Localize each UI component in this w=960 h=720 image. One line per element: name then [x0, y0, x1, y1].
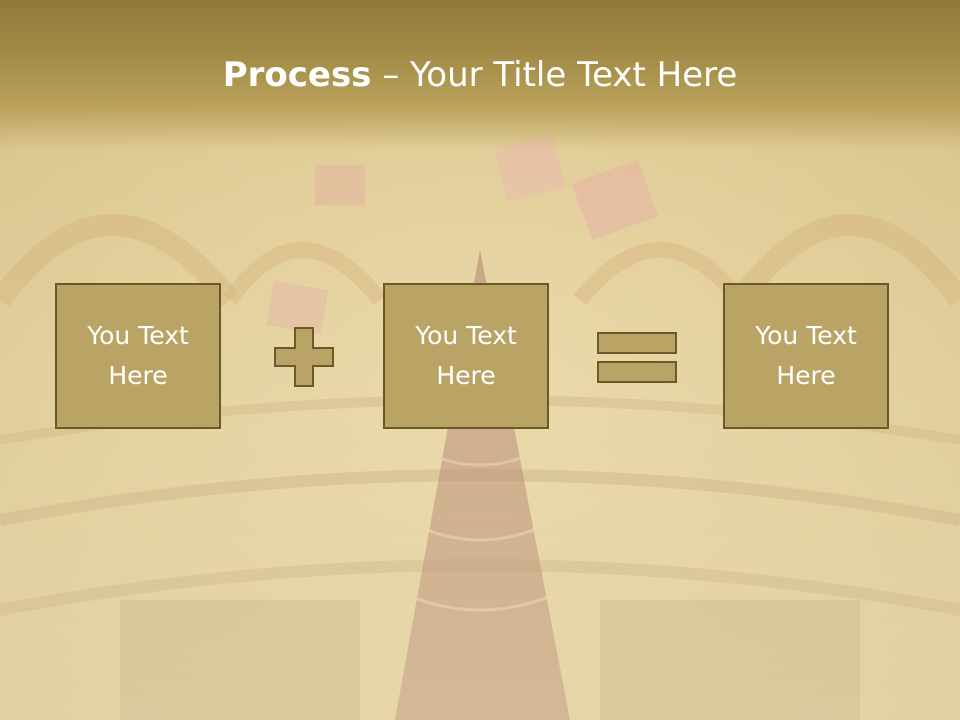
process-box-3[interactable]: You Text Here: [723, 283, 889, 429]
process-box-2[interactable]: You Text Here: [383, 283, 549, 429]
plus-icon: [274, 327, 334, 387]
process-box-2-text: You Text Here: [415, 321, 517, 390]
title-bold: Process: [222, 55, 372, 95]
slide-title: Process – Your Title Text Here: [0, 52, 960, 98]
equals-icon: [597, 332, 677, 383]
title-band: [0, 0, 960, 150]
title-rest: – Your Title Text Here: [371, 55, 738, 95]
process-box-3-text: You Text Here: [755, 321, 857, 390]
process-box-1[interactable]: You Text Here: [55, 283, 221, 429]
process-box-1-text: You Text Here: [87, 321, 189, 390]
